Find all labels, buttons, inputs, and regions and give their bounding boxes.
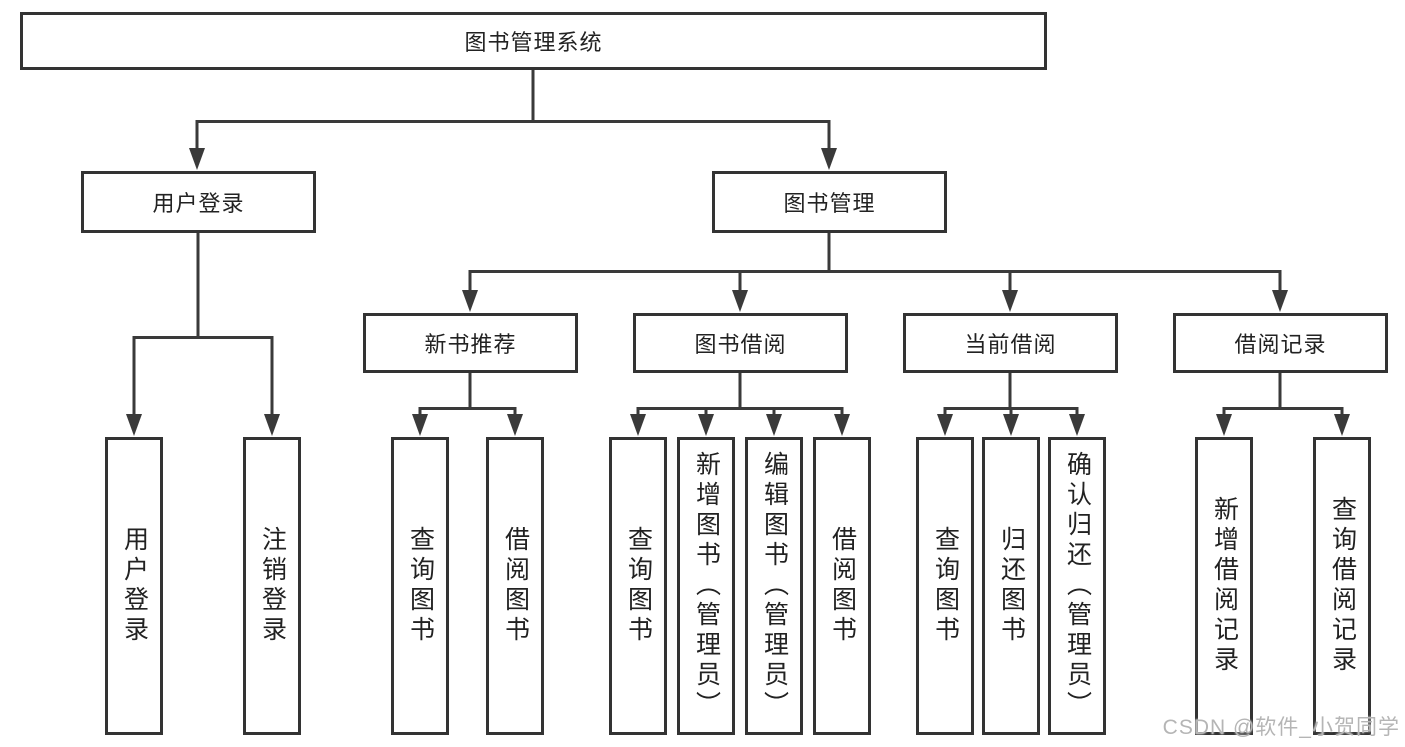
leaf-borrow-books-recommend: 借阅图书 [486,437,544,735]
node-current-borrowing-label: 当前借阅 [964,332,1057,357]
leaf-user-login: 用户登录 [105,437,163,735]
node-book-borrowing: 图书借阅 [633,313,848,373]
node-user-login: 用户登录 [81,171,316,233]
leaf-confirm-return-admin: 确认归还（管理员） [1048,437,1106,735]
node-new-book-recommend: 新书推荐 [363,313,578,373]
leaf-return-books: 归还图书 [982,437,1040,735]
node-borrowing-records-label: 借阅记录 [1234,332,1327,357]
node-root: 图书管理系统 [20,12,1047,70]
node-book-management-label: 图书管理 [783,191,876,216]
leaf-query-books-recommend: 查询图书 [391,437,449,735]
node-user-login-label: 用户登录 [152,191,245,216]
leaf-edit-books-admin: 编辑图书（管理员） [745,437,803,735]
leaf-query-books-borrow: 查询图书 [609,437,667,735]
node-current-borrowing: 当前借阅 [903,313,1118,373]
leaf-add-books-admin: 新增图书（管理员） [677,437,735,735]
watermark: CSDN @软件_小贺同学 [1162,716,1400,739]
node-new-book-recommend-label: 新书推荐 [424,332,517,357]
node-book-borrowing-label: 图书借阅 [694,332,787,357]
node-book-management: 图书管理 [712,171,947,233]
node-borrowing-records: 借阅记录 [1173,313,1388,373]
leaf-logout: 注销登录 [243,437,301,735]
leaf-query-books-current: 查询图书 [916,437,974,735]
node-root-label: 图书管理系统 [464,30,603,55]
leaf-borrow-books: 借阅图书 [813,437,871,735]
leaf-add-borrow-record: 新增借阅记录 [1195,437,1253,735]
leaf-query-borrow-record: 查询借阅记录 [1313,437,1371,735]
